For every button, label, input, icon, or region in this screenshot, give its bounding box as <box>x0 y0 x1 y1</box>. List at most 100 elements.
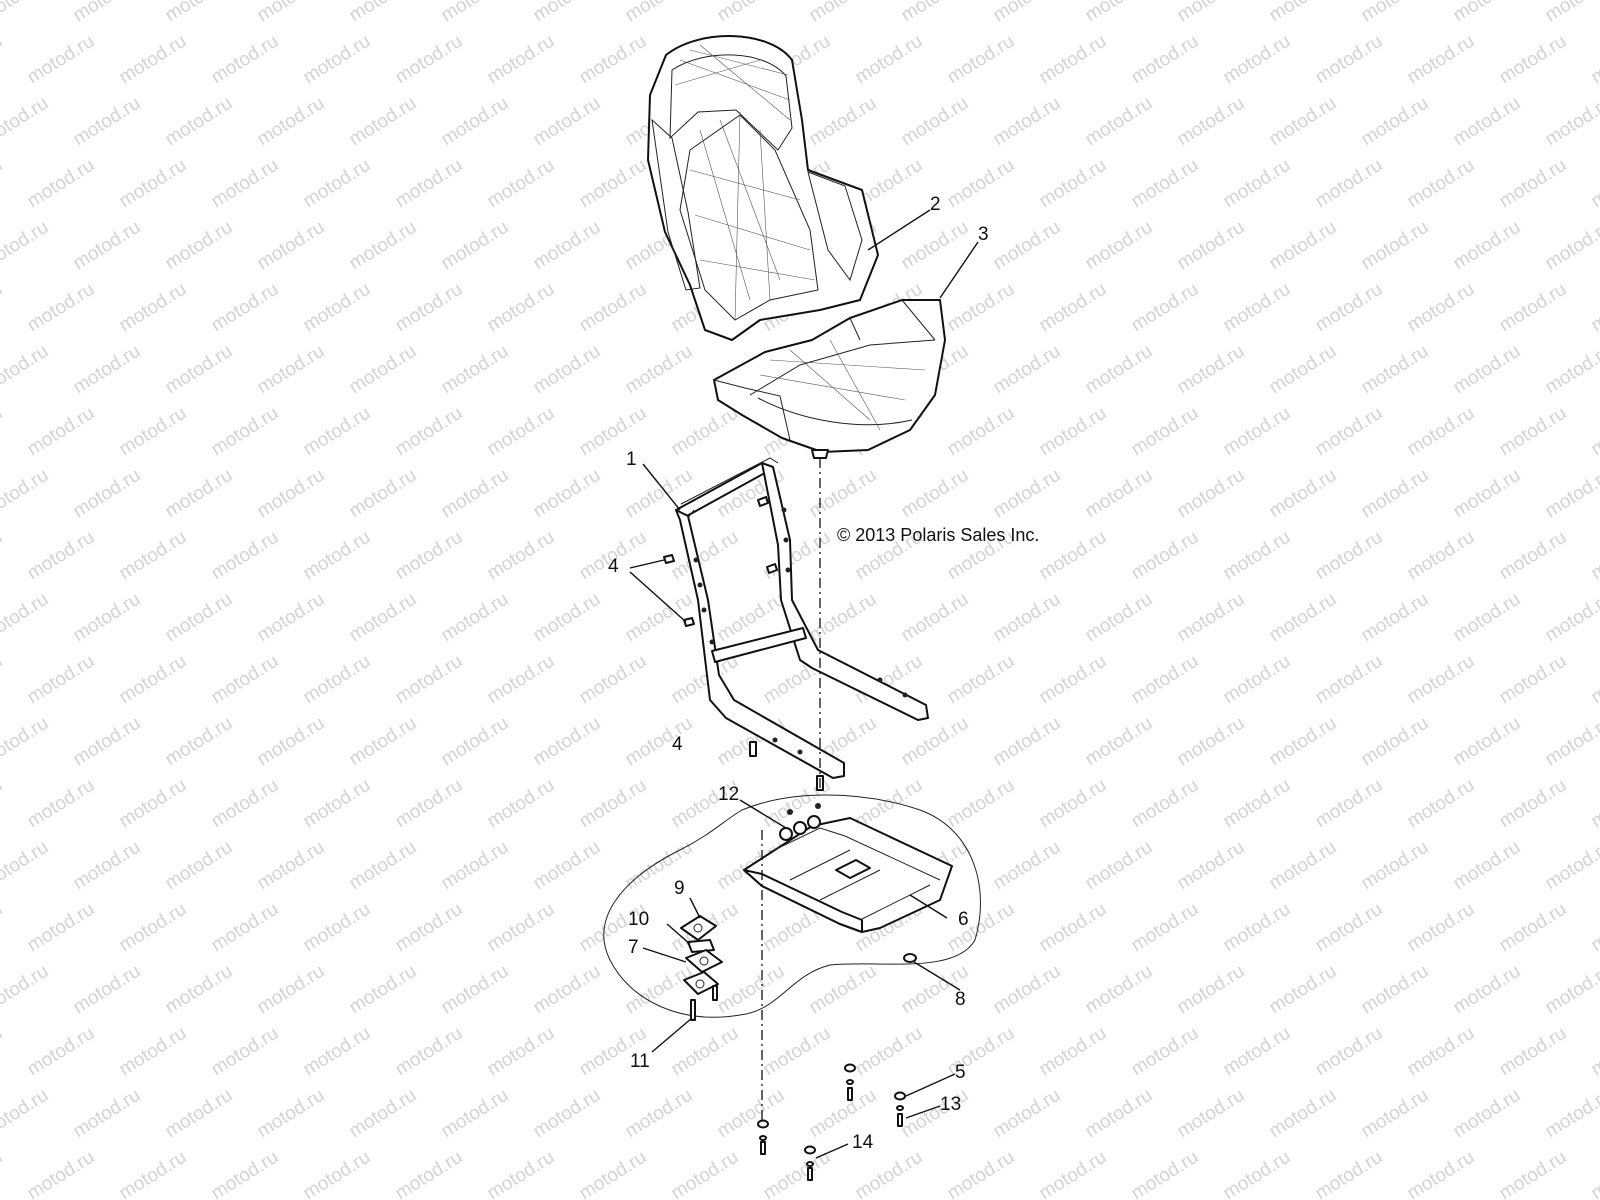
watermark-text: motod.ru <box>1312 899 1387 957</box>
watermark-text: motod.ru <box>70 713 145 771</box>
watermark-text: motod.ru <box>1404 155 1479 213</box>
watermark-text: motod.ru <box>1496 775 1571 833</box>
watermark-text: motod.ru <box>438 1085 513 1143</box>
watermark-text: motod.ru <box>208 1023 283 1081</box>
watermark-text: motod.ru <box>162 1085 237 1143</box>
watermark-text: motod.ru <box>116 155 191 213</box>
watermark-text: motod.ru <box>1220 279 1295 337</box>
watermark-text: motod.ru <box>438 837 513 895</box>
watermark-text: motod.ru <box>346 961 421 1019</box>
watermark-text: motod.ru <box>530 93 605 151</box>
watermark-text: motod.ru <box>0 589 52 647</box>
watermark-text: motod.ru <box>1128 31 1203 89</box>
watermark-text: motod.ru <box>1312 31 1387 89</box>
watermark-text: motod.ru <box>254 0 329 26</box>
watermark-text: motod.ru <box>1358 341 1433 399</box>
watermark-text: motod.ru <box>392 527 467 585</box>
watermark-text: motod.ru <box>944 279 1019 337</box>
watermark-text: motod.ru <box>1266 589 1341 647</box>
watermark-text: motod.ru <box>622 1085 697 1143</box>
watermark-text: motod.ru <box>0 961 52 1019</box>
watermark-text: motod.ru <box>254 341 329 399</box>
watermark-text: motod.ru <box>990 0 1065 26</box>
watermark-text: motod.ru <box>116 775 191 833</box>
watermark-text: motod.ru <box>392 279 467 337</box>
watermark-text: motod.ru <box>990 837 1065 895</box>
watermark-text: motod.ru <box>346 465 421 523</box>
watermark-text: motod.ru <box>254 713 329 771</box>
watermark-text: motod.ru <box>1404 527 1479 585</box>
callout-12: 12 <box>718 784 739 805</box>
watermark-text: motod.ru <box>1312 527 1387 585</box>
watermark-text: motod.ru <box>1450 713 1525 771</box>
watermark-text: motod.ru <box>1174 341 1249 399</box>
watermark-text: motod.ru <box>1542 837 1600 895</box>
watermark-text: motod.ru <box>1036 1023 1111 1081</box>
callout-1: 1 <box>626 449 637 470</box>
watermark-text: motod.ru <box>0 1147 6 1200</box>
watermark-text: motod.ru <box>944 403 1019 461</box>
watermark-text: motod.ru <box>208 1147 283 1200</box>
watermark-text: motod.ru <box>0 1023 6 1081</box>
watermark-text: motod.ru <box>484 527 559 585</box>
watermark-text: motod.ru <box>1358 713 1433 771</box>
watermark-text: motod.ru <box>576 31 651 89</box>
watermark-text: motod.ru <box>1588 403 1600 461</box>
watermark-text: motod.ru <box>300 155 375 213</box>
watermark-text: motod.ru <box>1174 1085 1249 1143</box>
watermark-text: motod.ru <box>1082 589 1157 647</box>
watermark-text: motod.ru <box>944 31 1019 89</box>
watermark-text: motod.ru <box>1220 1023 1295 1081</box>
watermark-text: motod.ru <box>760 1023 835 1081</box>
watermark-text: motod.ru <box>438 217 513 275</box>
watermark-text: motod.ru <box>0 341 52 399</box>
watermark-text: motod.ru <box>898 0 973 26</box>
watermark-text: motod.ru <box>1496 1023 1571 1081</box>
watermark-text: motod.ru <box>530 465 605 523</box>
watermark-text: motod.ru <box>1174 713 1249 771</box>
watermark-text: motod.ru <box>1266 1085 1341 1143</box>
watermark-text: motod.ru <box>576 403 651 461</box>
watermark-text: motod.ru <box>1542 93 1600 151</box>
watermark-text: motod.ru <box>116 1023 191 1081</box>
watermark-text: motod.ru <box>1128 1023 1203 1081</box>
watermark-text: motod.ru <box>162 217 237 275</box>
watermark-text: motod.ru <box>576 651 651 709</box>
watermark-text: motod.ru <box>116 527 191 585</box>
watermark-text: motod.ru <box>714 961 789 1019</box>
bracket-parts <box>680 915 917 1021</box>
watermark-text: motod.ru <box>530 1085 605 1143</box>
watermark-text: motod.ru <box>346 217 421 275</box>
callout-8: 8 <box>955 989 966 1010</box>
watermark-text: motod.ru <box>1450 0 1525 26</box>
watermark-text: motod.ru <box>576 775 651 833</box>
hardware <box>757 1063 906 1181</box>
watermark-text: motod.ru <box>1496 31 1571 89</box>
watermark-text: motod.ru <box>530 837 605 895</box>
watermark-text: motod.ru <box>208 403 283 461</box>
watermark-text: motod.ru <box>1128 651 1203 709</box>
watermark-text: motod.ru <box>622 713 697 771</box>
watermark-text: motod.ru <box>1404 651 1479 709</box>
watermark-text: motod.ru <box>1082 837 1157 895</box>
watermark-text: motod.ru <box>1174 961 1249 1019</box>
watermark-text: motod.ru <box>1266 465 1341 523</box>
watermark-text: motod.ru <box>300 1147 375 1200</box>
watermark-text: motod.ru <box>300 31 375 89</box>
watermark-text: motod.ru <box>1358 93 1433 151</box>
watermark-text: motod.ru <box>300 403 375 461</box>
watermark-text: motod.ru <box>1312 155 1387 213</box>
watermark-text: motod.ru <box>576 1147 651 1200</box>
watermark-text: motod.ru <box>1404 403 1479 461</box>
watermark-text: motod.ru <box>438 961 513 1019</box>
watermark-text: motod.ru <box>70 589 145 647</box>
watermark-text: motod.ru <box>162 837 237 895</box>
watermark-text: motod.ru <box>898 713 973 771</box>
watermark-text: motod.ru <box>1036 279 1111 337</box>
watermark-text: motod.ru <box>208 155 283 213</box>
watermark-text: motod.ru <box>1082 961 1157 1019</box>
watermark-text: motod.ru <box>1496 899 1571 957</box>
watermark-text: motod.ru <box>1174 589 1249 647</box>
watermark-text: motod.ru <box>1496 403 1571 461</box>
watermark-text: motod.ru <box>1450 341 1525 399</box>
